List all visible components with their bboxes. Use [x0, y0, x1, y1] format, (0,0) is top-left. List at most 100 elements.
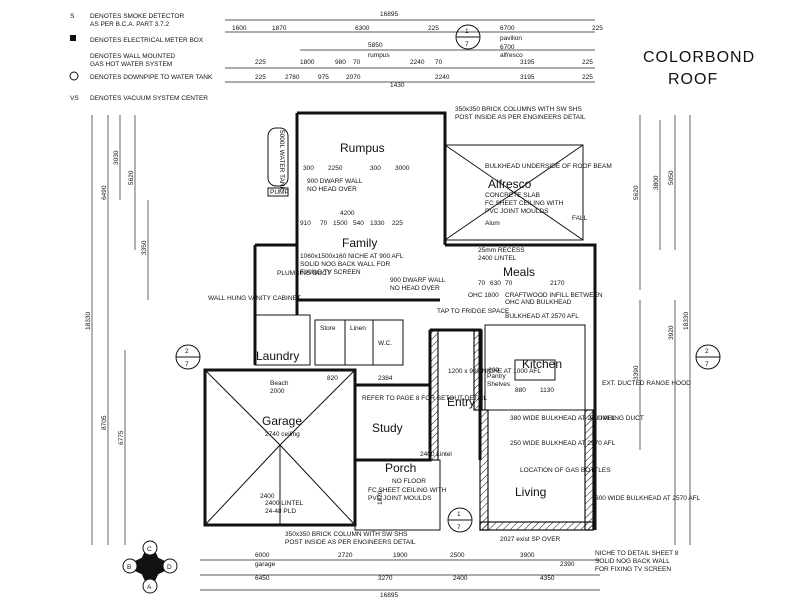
dim-bot-r1-2: 2720: [338, 552, 353, 559]
legend: S DENOTES SMOKE DETECTOR AS PER B.C.A. P…: [69, 13, 213, 102]
top-dimensions: 16895 1600 1870 6300 225 6700 225 5850 r…: [225, 11, 603, 89]
room-laundry: Laundry: [256, 349, 299, 363]
dim-family-4: 1330: [370, 220, 385, 227]
section-marker-bottom: 1 7: [447, 507, 473, 533]
dim-bot-r1-5: 3900: [520, 552, 535, 559]
note-niche-1200: 1200 x 900 NICHE AT 1000 AFL: [448, 368, 541, 375]
note-wall-hung: WALL HUNG VANITY CABINET: [208, 295, 301, 302]
dim-meals-0: 70: [478, 280, 486, 287]
note-sp-over: 2027 exist SP OVER: [500, 536, 561, 543]
section-bottom-sheet: 7: [457, 524, 461, 531]
compass-right: D: [167, 564, 172, 571]
note-beach: Beach: [270, 380, 289, 387]
dim-top-r4-6: 3195: [520, 74, 535, 81]
dim-family-0: 910: [300, 220, 311, 227]
compass-left: B: [127, 564, 131, 571]
note-no-floor: NO FLOOR: [392, 478, 426, 485]
right-dimensions: 18330 5620 3800 5050 3390 3920: [633, 115, 691, 545]
dim-right-0: 5620: [633, 185, 640, 200]
section-right-num: 2: [705, 348, 709, 355]
note-bulk-250: 250 WIDE BULKHEAD AT 2570 AFL: [510, 440, 616, 447]
note-porch-fc: FC SHEET CEILING WITH: [368, 487, 447, 494]
room-family: Family: [342, 236, 377, 250]
room-labels: Rumpus Alfresco Family Meals Laundry Kit…: [256, 141, 562, 499]
note-solid-nog: SOLID NOG BACK WALL FOR: [300, 261, 390, 268]
dim-top-r4-0: 225: [255, 74, 266, 81]
dim-entry-2: 2000: [270, 388, 285, 395]
note-niche-tv: 1060x1500x160 NICHE AT 900 AFL: [300, 253, 404, 260]
dim-bot-r2-0: 6450: [255, 575, 270, 582]
legend-symbol-smoke: S: [70, 13, 75, 20]
dim-top-r1-5: 225: [592, 25, 603, 32]
legend-text-smoke: DENOTES SMOKE DETECTOR: [90, 13, 184, 20]
dim-top-r2-1: rumpus: [368, 52, 390, 59]
note-shelves: Shelves: [487, 381, 511, 388]
dim-family-3: 540: [353, 220, 364, 227]
room-porch: Porch: [385, 461, 416, 475]
note-brick-top: 350x350 BRICK COLUMNS WITH SW SHS: [455, 106, 582, 113]
dim-porch-1: 2400: [260, 493, 275, 500]
note-bulk-2570: BULKHEAD AT 2570 AFL: [505, 313, 579, 320]
dim-top-r3-6: 3195: [520, 59, 535, 66]
dim-family-2: 1500: [333, 220, 348, 227]
note-lintel-garage2: 24-48 PLD: [265, 508, 296, 515]
dim-top-overall: 16895: [380, 11, 398, 18]
note-lintel-garage: 2400 LINTEL: [265, 500, 304, 507]
note-recess: 25mm RECESS: [478, 247, 525, 254]
dim-rumpus-2: 300: [370, 165, 381, 172]
note-brick-bottom: 350x350 BRICK COLUMN WITH SW SHS: [285, 531, 408, 538]
legend-text-vacuum: DENOTES VACUUM SYSTEM CENTER: [90, 95, 208, 102]
note-bulk-600: 600 WIDE BULKHEAD AT 2570 AFL: [595, 495, 701, 502]
dim-top-r3-3: 70: [353, 59, 361, 66]
dim-meals-3: 2170: [550, 280, 565, 287]
compass-top: C: [147, 546, 152, 553]
dim-meals-2: 70: [505, 280, 513, 287]
room-living: Living: [515, 485, 546, 499]
walls: [203, 111, 597, 531]
roof-label-line1: COLORBOND: [643, 49, 755, 66]
note-ohc: OHC 1800: [468, 292, 499, 299]
dim-left-0: 6490: [101, 185, 108, 200]
note-fixing-tv2: FOR FIXING TV SCREEN: [595, 566, 671, 573]
left-dimensions: 18330 6490 3030 5620 3350 8705 6775: [85, 115, 149, 545]
note-fixing-tv: FIXING TV SCREEN: [300, 269, 361, 276]
note-ohc-bulk: OHC AND BULKHEAD: [505, 299, 572, 306]
note-concrete: CONCRETE SLAB: [485, 192, 540, 199]
note-craftwood: CRAFTWOOD INFILL BETWEEN: [505, 292, 603, 299]
note-pvc: PVC JOINT MOULDS: [485, 208, 549, 215]
dim-top-r2-0: 5850: [368, 42, 383, 49]
room-garage: Garage: [262, 414, 302, 428]
dim-left-overall: 18330: [85, 312, 92, 330]
dim-top-r1-0: 1600: [232, 25, 247, 32]
dim-top-r4-7: 225: [582, 74, 593, 81]
note-water-tank: 5000L WATER TANK: [278, 130, 285, 192]
dim-entry-1: 820: [327, 375, 338, 382]
section-marker-right: 2 7: [695, 344, 721, 370]
dim-top-r2-3: 6700: [500, 44, 515, 51]
room-alfresco: Alfresco: [488, 177, 532, 191]
dim-porch-0: 1820: [377, 490, 384, 505]
note-lintel-porch: 2400 Lintel: [420, 451, 452, 458]
room-store: Store: [320, 325, 336, 332]
section-marker-top: 1 7: [455, 24, 481, 50]
compass-rose: C B D A: [122, 540, 178, 594]
dim-left-2: 5620: [128, 170, 135, 185]
dim-bot-r1-0: 6000: [255, 552, 270, 559]
dim-top-r2-2: pavilion: [500, 35, 522, 42]
section-marker-left: 2 7: [175, 344, 201, 370]
compass-bottom: A: [147, 584, 152, 591]
room-entry: Entry: [447, 395, 475, 409]
section-bottom-num: 1: [457, 511, 461, 518]
room-linen: Linen: [350, 325, 366, 332]
legend-text-downpipe: DENOTES DOWNPIPE TO WATER TANK: [90, 74, 213, 81]
meter-box-icon: [70, 35, 76, 41]
note-niche-sheet8: NICHE TO DETAIL SHEET 8: [595, 550, 679, 557]
dim-top-r4-4: 1430: [390, 82, 405, 89]
dim-right-3: 3390: [633, 365, 640, 380]
dim-rumpus-0: 300: [303, 165, 314, 172]
dim-top-r1-3: 225: [428, 25, 439, 32]
dim-left-4: 8705: [101, 415, 108, 430]
dim-top-r4-5: 2240: [435, 74, 450, 81]
note-plumbing: PLUMBING DUCT: [277, 270, 331, 277]
